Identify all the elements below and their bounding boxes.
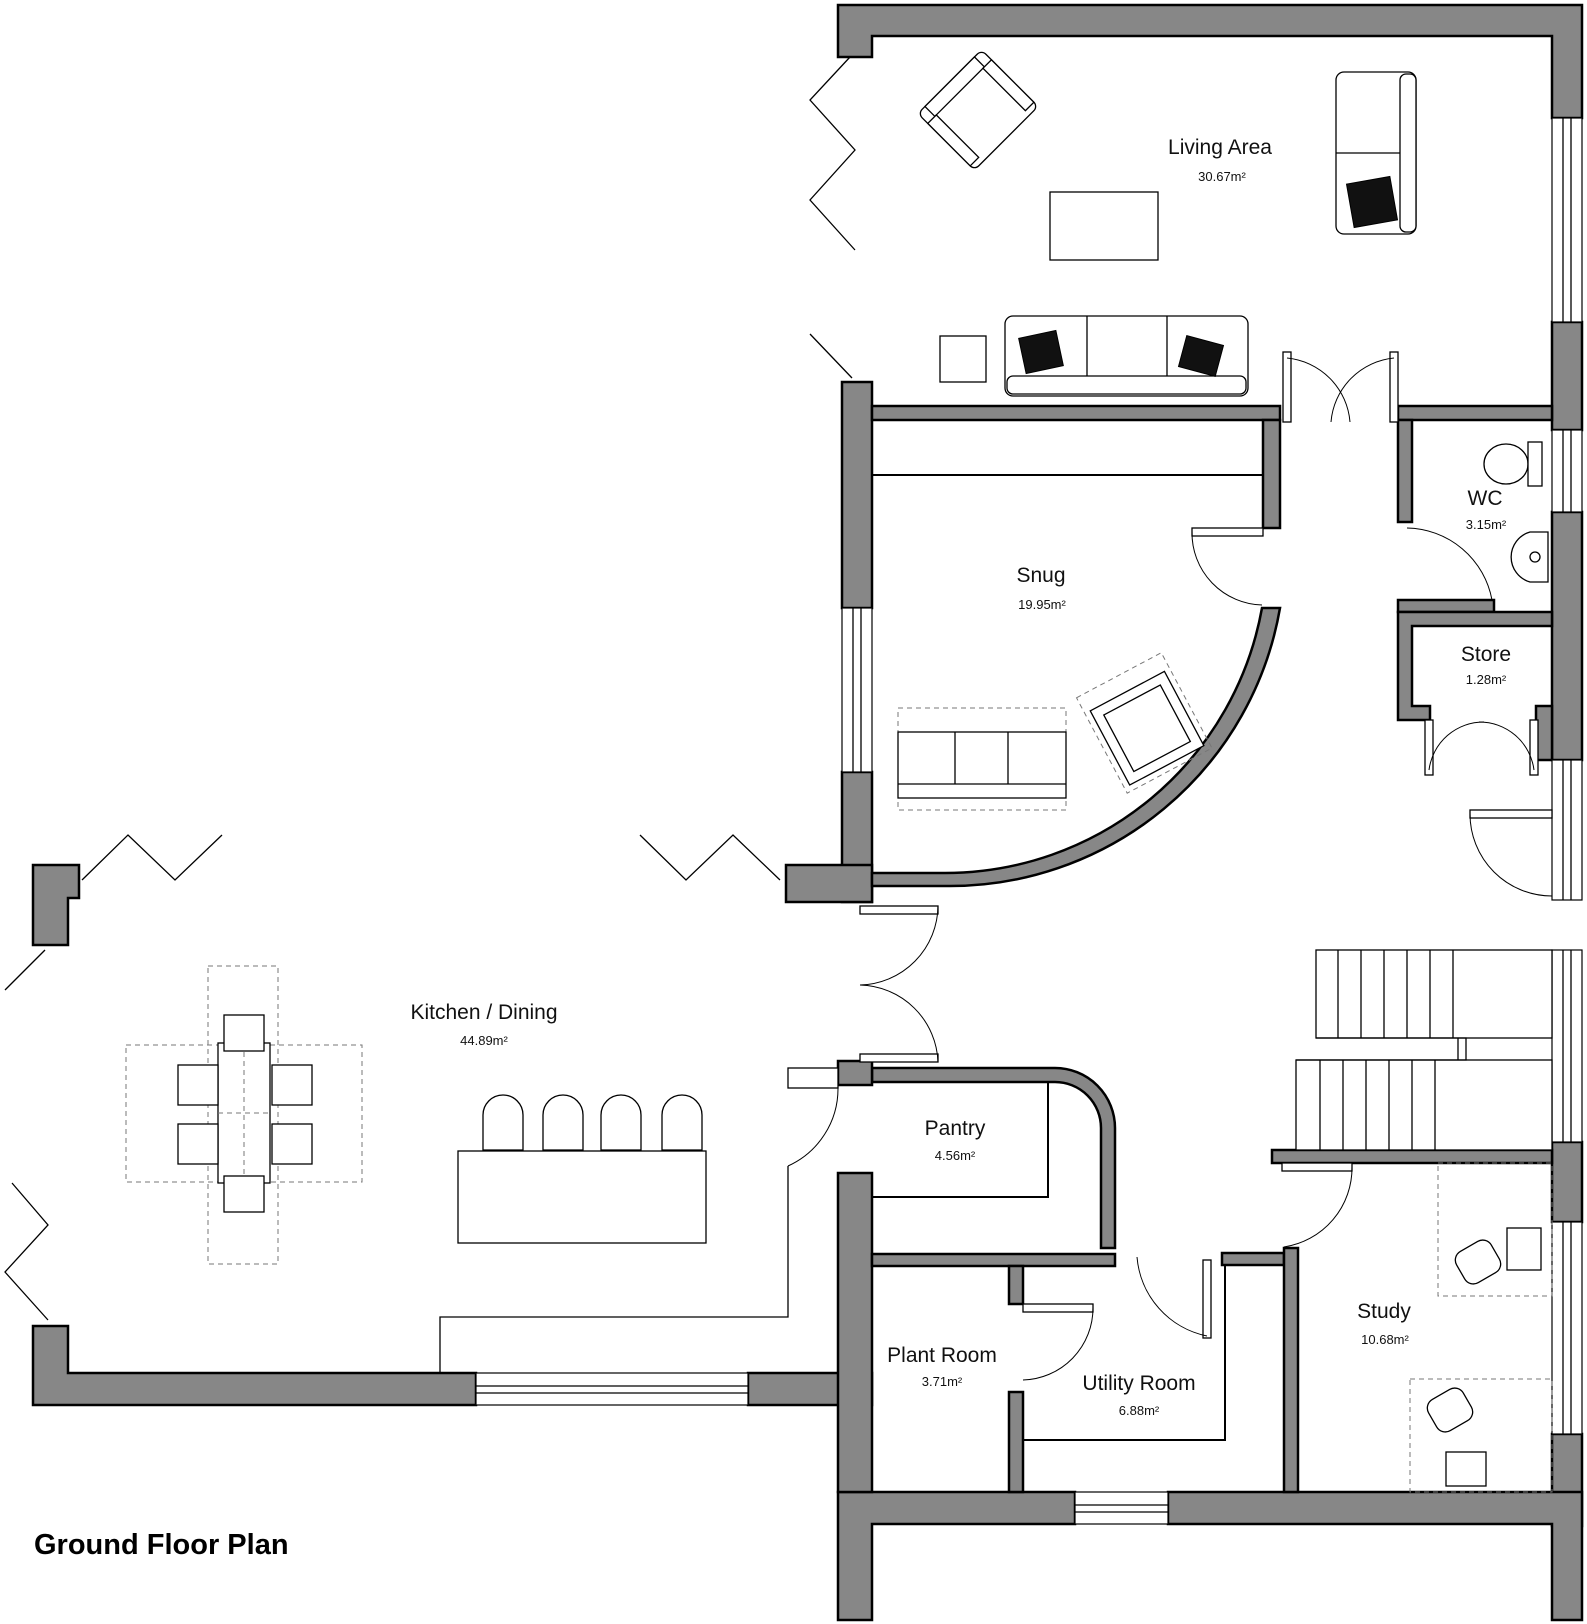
window [1551,1221,1583,1435]
door-leaf [1202,1259,1212,1339]
kitchen-island-icon [457,1150,707,1244]
kitchen-left-wall [31,863,81,947]
window [1551,759,1583,901]
room-area-study: 10.68m² [1361,1332,1409,1347]
window [475,1372,749,1406]
room-area-plant: 3.71m² [922,1374,963,1389]
door-leaf [1281,1162,1353,1172]
door-leaf [859,905,939,915]
plant-partition [1007,1390,1025,1494]
bar-stool-icon [482,1094,703,1151]
dining-table-icon [125,965,363,1265]
wc-bottom-wall [1396,598,1496,614]
door-leaf [1389,351,1399,423]
wc-top-wall [1396,404,1554,422]
room-area-snug: 19.95m² [1018,597,1066,612]
bifold-door [809,56,856,251]
room-name-utility: Utility Room [1082,1372,1195,1395]
snug-left-wall [840,380,874,610]
snug-curved-wall [870,606,1282,888]
room-area-wc: 3.15m² [1466,517,1507,532]
room-name-wc: WC [1468,487,1503,510]
room-name-snug: Snug [1016,564,1065,587]
snug-partition [1261,418,1282,530]
kitchen-worktop-outline [439,1166,789,1373]
bifold-door [4,1182,49,1321]
office-desk-icon [1409,1162,1553,1493]
room-name-study: Study [1357,1300,1411,1323]
room-area-store: 1.28m² [1466,672,1507,687]
stair-landing-wall [1270,1148,1554,1165]
windows [475,117,1583,1525]
room-area-kitchen: 44.89m² [460,1033,508,1048]
room-area-pantry: 4.56m² [935,1148,976,1163]
bifold-doors [4,56,856,1321]
room-name-pantry: Pantry [925,1117,986,1140]
kitchen-bottom-wall [31,1324,478,1407]
plant-partition [1007,1264,1025,1306]
wc-left-wall [1396,418,1414,524]
room-name-kitchen: Kitchen / Dining [410,1001,557,1024]
bifold-door [809,333,853,379]
window [1074,1491,1169,1525]
door-leaf [1424,719,1434,776]
armchair-icon [919,51,1037,169]
pantry-door-post [836,1059,874,1087]
basin-icon [1510,531,1549,583]
utility-inner-line [1023,1262,1226,1441]
door-leaf [787,1067,839,1089]
plant-left-wall [836,1171,874,1494]
door-leaf [1529,719,1539,776]
coffee-table-icon [1049,191,1159,261]
snug-top-wall [870,404,1282,422]
door-leaf [1469,809,1553,819]
walls [31,3,1584,1622]
bifold-door [4,949,46,991]
room-name-living: Living Area [1168,136,1272,159]
plan-title: Ground Floor Plan [34,1529,289,1561]
study-partition [1220,1251,1286,1267]
toilet-icon [1483,441,1543,487]
store-wall [1396,610,1554,722]
room-area-utility: 6.88m² [1119,1403,1160,1418]
sofa-icon [897,707,1067,811]
armchair-icon [1075,652,1213,794]
plant-top-wall [870,1252,1117,1268]
pantry-curved-wall [870,1066,1117,1250]
right-wall-segment [1550,320,1584,432]
door-leaf [859,1053,939,1063]
right-wall-segment [1550,510,1584,762]
bifold-door [639,834,781,881]
window [1551,429,1583,513]
staircase [1295,949,1553,1151]
room-area-living: 30.67m² [1198,169,1246,184]
sofa-icon [1004,315,1249,397]
furniture [125,51,1553,1493]
right-wall-segment [1550,1140,1584,1224]
room-name-store: Store [1461,643,1511,666]
pantry-inner-line [872,1082,1049,1198]
bifold-door [81,834,223,881]
bottom-outer-wall [1166,1490,1584,1622]
bottom-outer-wall [836,1490,1077,1622]
study-partition [1282,1246,1300,1494]
side-table-icon [939,335,987,383]
door-leaf [1282,351,1292,423]
room-labels: Living Area 30.67m² Snug 19.95m² WC 3.15… [410,136,1511,1418]
doors [787,351,1553,1381]
window [1551,117,1583,323]
sofa-icon [1335,71,1417,235]
snug-corner-wall [784,863,874,904]
door-leaf [1191,527,1264,537]
window [1551,949,1583,1143]
window [841,607,873,773]
room-name-plant: Plant Room [887,1344,997,1367]
door-leaf [1022,1303,1094,1313]
